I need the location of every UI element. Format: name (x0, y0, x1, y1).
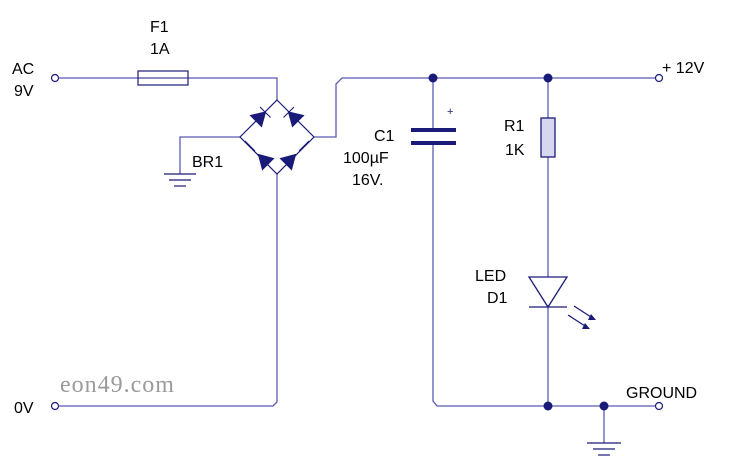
capacitor-symbol (411, 128, 456, 145)
led-symbol (527, 276, 569, 309)
ac-terminal (50, 73, 60, 83)
fuse-ref-label: F1 (150, 19, 169, 36)
fuse-symbol (137, 70, 189, 86)
res-value-label: 1K (505, 142, 525, 159)
resistor-symbol (540, 117, 556, 158)
res-ref-label: R1 (504, 118, 525, 135)
cap-voltage-label: 16V. (352, 172, 383, 189)
ac-voltage-label: 9V (14, 83, 34, 100)
fuse-value-label: 1A (150, 41, 170, 58)
bridge-ref-label: BR1 (192, 154, 223, 171)
ac-label: AC (12, 61, 34, 78)
zero-volt-terminal (50, 401, 60, 411)
ground-symbol-output (587, 442, 621, 456)
ground-symbol-bridge (164, 173, 196, 187)
led-ref-label: LED (475, 268, 506, 285)
bridge-rectifier-symbol (239, 99, 315, 175)
cap-polarity-mark: + (447, 106, 453, 118)
ground-terminal (654, 401, 664, 411)
cap-value-label: 100µF (343, 150, 389, 167)
wires (58, 77, 655, 443)
watermark: eon49.com (60, 372, 175, 398)
output-terminal (654, 73, 664, 83)
junction-dots (428, 73, 609, 411)
ground-label: GROUND (626, 385, 697, 402)
zero-volt-label: 0V (14, 400, 34, 417)
cap-ref-label: C1 (374, 128, 395, 145)
out-voltage-label: + 12V (662, 60, 705, 77)
led-light-arrows (567, 305, 596, 329)
led-num-label: D1 (487, 290, 508, 307)
